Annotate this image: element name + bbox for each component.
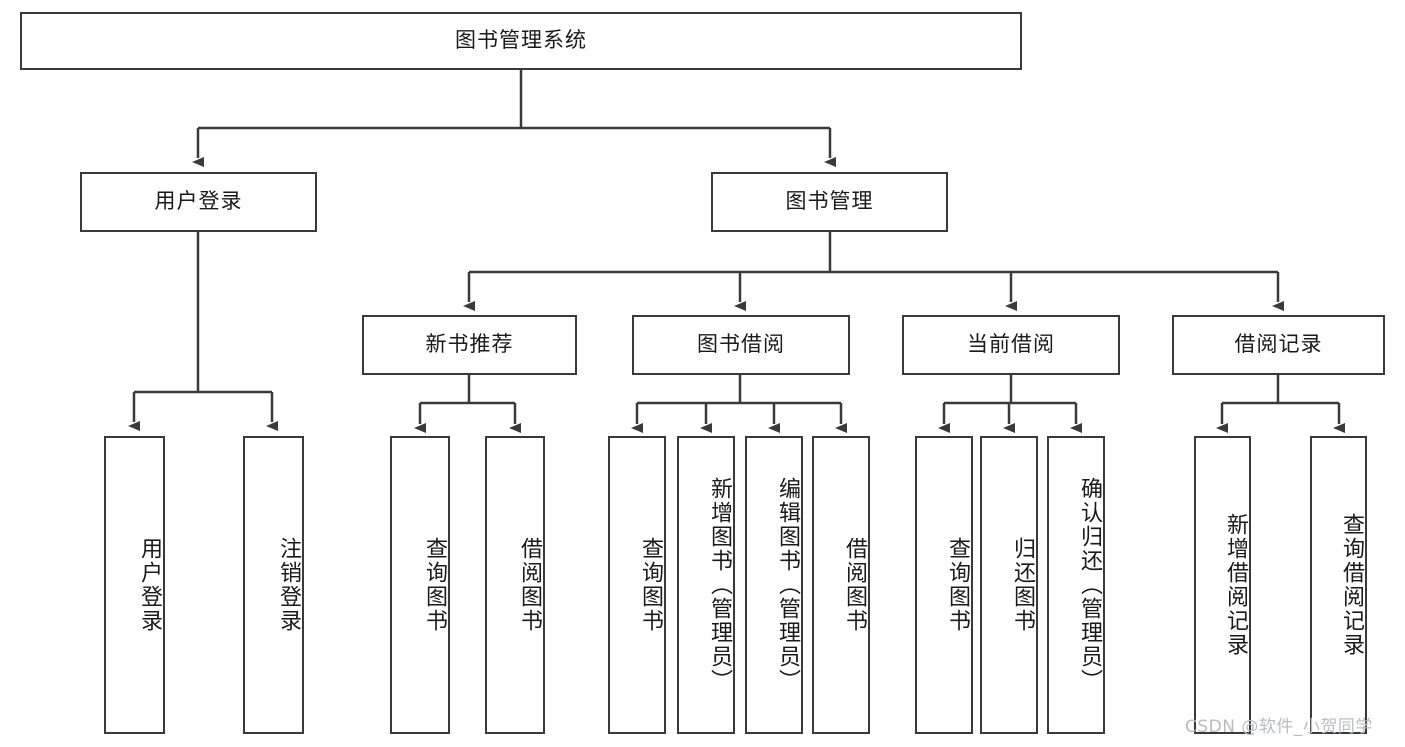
node-label: 新增图书（管理员） [707,477,732,693]
leaf-borrow-borrow-book[interactable]: 借阅图书 [812,436,870,734]
node-label: 用户登录 [154,189,243,214]
node-borrow-record[interactable]: 借阅记录 [1172,315,1385,375]
node-label: 新书推荐 [425,332,514,357]
node-label: 注销登录 [276,537,301,633]
node-label: 用户登录 [137,537,162,633]
leaf-borrow-query-book[interactable]: 查询图书 [608,436,666,734]
leaf-logout-login[interactable]: 注销登录 [243,436,304,734]
leaf-recommend-query-book[interactable]: 查询图书 [390,436,450,734]
node-label: 借阅图书 [517,537,542,633]
node-label: 归还图书 [1010,537,1035,633]
leaf-borrow-edit-book-admin[interactable]: 编辑图书（管理员） [745,436,803,734]
leaf-recommend-borrow-book[interactable]: 借阅图书 [485,436,545,734]
node-label: 当前借阅 [967,332,1055,357]
node-user-login[interactable]: 用户登录 [80,172,317,232]
leaf-current-query-book[interactable]: 查询图书 [915,436,973,734]
leaf-user-login[interactable]: 用户登录 [104,436,165,734]
node-label: 查询图书 [638,537,663,633]
node-label: 图书管理 [785,189,874,214]
node-label: 查询借阅记录 [1339,513,1364,657]
node-label: 查询图书 [945,537,970,633]
leaf-record-add-borrow-record[interactable]: 新增借阅记录 [1194,436,1251,734]
node-root-book-management-system[interactable]: 图书管理系统 [20,12,1022,70]
node-label: 确认归还（管理员） [1077,477,1102,693]
leaf-current-confirm-return-admin[interactable]: 确认归还（管理员） [1047,436,1105,734]
node-label: 编辑图书（管理员） [775,477,800,693]
node-label: 借阅图书 [842,537,867,633]
node-label: 借阅记录 [1234,332,1323,357]
leaf-current-return-book[interactable]: 归还图书 [980,436,1038,734]
node-new-book-recommend[interactable]: 新书推荐 [362,315,577,375]
leaf-borrow-add-book-admin[interactable]: 新增图书（管理员） [677,436,735,734]
leaf-record-query-borrow-record[interactable]: 查询借阅记录 [1310,436,1367,734]
node-label: 查询图书 [422,537,447,633]
node-label: 图书借阅 [697,332,785,357]
node-current-borrow[interactable]: 当前借阅 [902,315,1120,375]
node-label: 新增借阅记录 [1223,513,1248,657]
node-book-borrow[interactable]: 图书借阅 [632,315,850,375]
node-book-management[interactable]: 图书管理 [711,172,948,232]
node-label: 图书管理系统 [455,28,587,53]
watermark: CSDN @软件_小贺同学 [1185,717,1373,737]
